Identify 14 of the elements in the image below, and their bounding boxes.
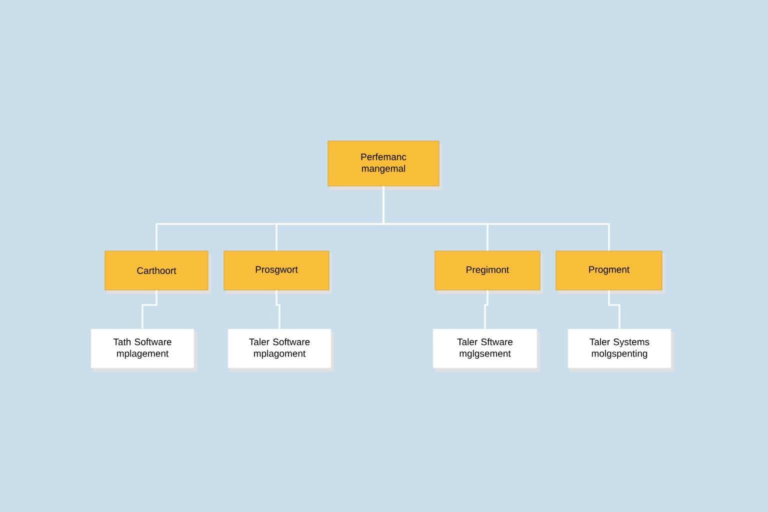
connector-line (276, 290, 280, 329)
category-box: Carthoort (104, 250, 211, 294)
detail-box: Taler Software mplagoment (228, 328, 334, 372)
connector-line (142, 290, 158, 329)
connector-line (608, 290, 620, 329)
detail-box: Taler Sftware mglgsement (432, 328, 540, 372)
category-box: Prosgwort (224, 250, 332, 294)
detail-box: Taler Systems molgspenting (568, 328, 674, 372)
detail-box: Tath Software mplagement (90, 328, 197, 372)
connector-line (382, 186, 610, 251)
category-box: Progment (556, 250, 665, 294)
category-box: Pregimont (434, 250, 543, 294)
connector-line (484, 290, 488, 329)
root-box: Perfemanc mangemal (328, 140, 442, 190)
